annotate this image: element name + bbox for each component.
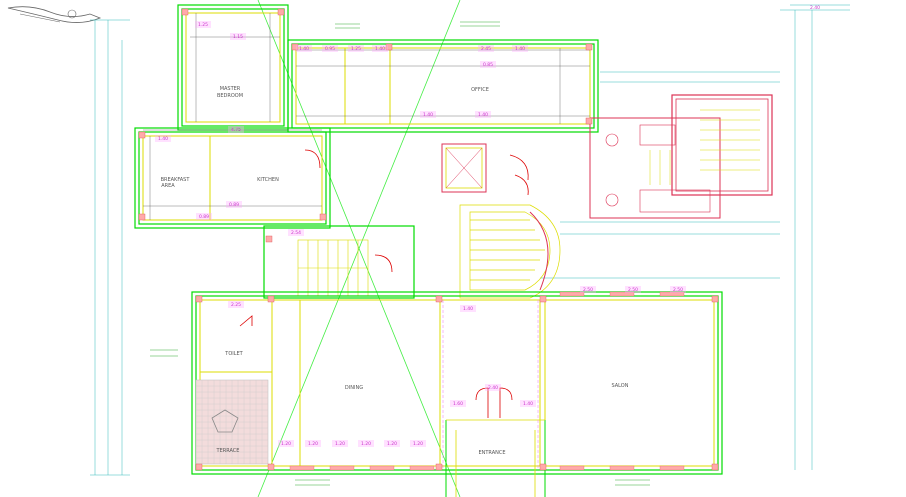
room-master-bedroom-line2: BEDROOM bbox=[217, 93, 243, 99]
dim-tag: 1.20 bbox=[308, 441, 318, 447]
dim-tag: 1.40 bbox=[515, 46, 525, 52]
dim-tag: 2.50 bbox=[673, 287, 683, 293]
external-stair bbox=[589, 94, 773, 219]
doors bbox=[239, 149, 529, 418]
dim-tag: 2.40 bbox=[488, 385, 498, 391]
dim-tag: 1.40 bbox=[523, 401, 533, 407]
left-dimension-lines bbox=[90, 19, 130, 476]
dim-tag: 1.20 bbox=[361, 441, 371, 447]
dim-tag: 1.15 bbox=[233, 34, 243, 40]
room-breakfast-area-line2: AREA bbox=[161, 183, 175, 189]
dim-tag: 2.45 bbox=[481, 46, 491, 52]
dim-tag: 1.20 bbox=[387, 441, 397, 447]
annotation-marks bbox=[150, 21, 650, 486]
upper-outer-walls bbox=[134, 4, 599, 229]
dim-tag: 1.40 bbox=[299, 46, 309, 52]
room-entrance: ENTRANCE bbox=[478, 450, 505, 456]
upper-inner-walls bbox=[142, 12, 591, 221]
dim-tag: 0.89 bbox=[229, 202, 239, 208]
dim-tag: 1.40 bbox=[478, 112, 488, 118]
room-dining: DINING bbox=[345, 385, 363, 391]
room-terrace: TERRACE bbox=[216, 448, 240, 454]
dim-tag: 0.85 bbox=[483, 62, 493, 68]
right-dimension-lines bbox=[540, 4, 850, 470]
room-toilet: TOILET bbox=[224, 351, 243, 357]
room-labels: MASTER BEDROOM OFFICE BREAKFAST AREA KIT… bbox=[161, 86, 629, 456]
room-breakfast-area-line1: BREAKFAST bbox=[161, 177, 191, 183]
dim-tag: 1.40 bbox=[423, 112, 433, 118]
main-stair bbox=[459, 204, 561, 299]
dim-tag: 1.20 bbox=[335, 441, 345, 447]
bottom-windows bbox=[289, 291, 685, 471]
columns bbox=[138, 8, 719, 471]
room-kitchen: KITCHEN bbox=[257, 177, 279, 183]
elevator-core bbox=[441, 143, 487, 193]
terrace-tiles bbox=[195, 379, 269, 465]
dim-tag: 2.25 bbox=[231, 302, 241, 308]
center-axis-lines bbox=[442, 300, 539, 470]
upper-dimension-lines bbox=[143, 13, 590, 220]
dim-tag: 1.20 bbox=[413, 441, 423, 447]
entrance-vestibule bbox=[445, 419, 546, 497]
dim-tag: 1.20 bbox=[281, 441, 291, 447]
top-dimension-label: 2.40 bbox=[810, 5, 820, 11]
dim-tag: 2.54 bbox=[291, 230, 301, 236]
dim-tag: 4.75 bbox=[231, 127, 241, 133]
room-salon: SALON bbox=[612, 383, 629, 389]
dim-tag: 1.25 bbox=[198, 22, 208, 28]
dimension-tags: 1.25 1.15 1.40 0.95 1.25 1.40 2.45 1.40 … bbox=[155, 21, 686, 447]
dim-tag: 1.40 bbox=[375, 46, 385, 52]
architect-logo bbox=[7, 6, 102, 23]
dim-tag: 1.40 bbox=[463, 306, 473, 312]
dim-tag: 0.89 bbox=[199, 214, 209, 220]
dim-tag: 1.40 bbox=[158, 136, 168, 142]
dim-tag: 1.25 bbox=[351, 46, 361, 52]
dim-tag: 2.50 bbox=[583, 287, 593, 293]
room-master-bedroom-line1: MASTER bbox=[220, 86, 241, 92]
dim-tag: 2.50 bbox=[628, 287, 638, 293]
room-office: OFFICE bbox=[471, 87, 489, 93]
dim-tag: 1.60 bbox=[453, 401, 463, 407]
dim-tag: 0.95 bbox=[325, 46, 335, 52]
